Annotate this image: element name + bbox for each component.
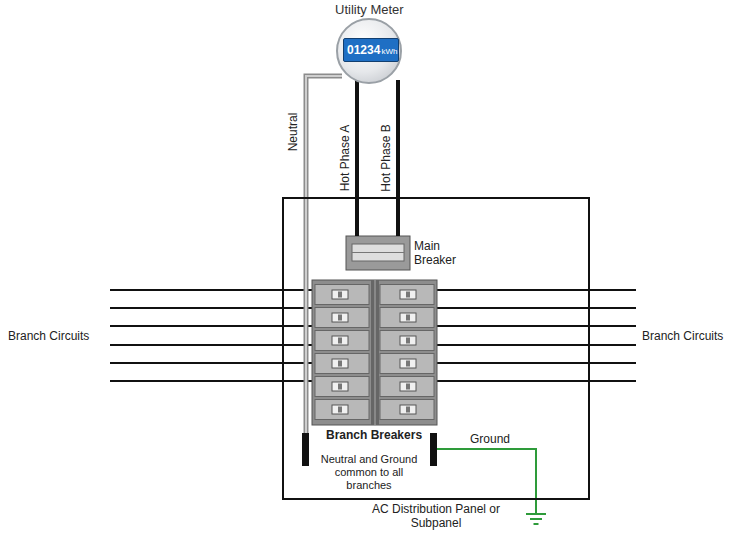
note-text: Neutral and Ground common to all branche… <box>311 453 427 492</box>
hot-wire-line <box>396 80 400 236</box>
meter-title: Utility Meter <box>335 2 404 17</box>
wire-label: Hot Phase A <box>338 125 352 192</box>
wire-label: Ground <box>470 432 510 446</box>
breaker-label: Main Breaker <box>414 239 462 267</box>
main-breaker: Main Breaker <box>346 236 410 270</box>
group-label: Branch Circuits <box>642 329 723 343</box>
hot-wire <box>357 80 358 236</box>
utility-meter: Utility Meter01234kWh <box>336 18 402 84</box>
main-breaker-body <box>346 236 410 270</box>
meter-display: 01234kWh <box>343 38 399 62</box>
meter-unit: kWh <box>381 47 397 56</box>
breaker-block <box>312 280 437 425</box>
neutral-bar <box>302 433 309 466</box>
bus-bar-line <box>375 280 376 425</box>
meter-reading: 01234 <box>347 43 380 57</box>
hot-wire <box>398 80 399 236</box>
main-breaker-line <box>352 252 404 253</box>
branch-breakers: Branch Breakers <box>312 280 437 425</box>
main-breaker-handle <box>352 244 404 261</box>
wire-label: Hot Phase B <box>379 124 393 191</box>
ground-bar <box>430 433 437 466</box>
bus-bar <box>371 280 379 425</box>
panel-title: AC Distribution Panel or Subpanel <box>366 502 506 530</box>
wire-label: Neutral <box>286 113 300 152</box>
hot-wire-line <box>355 80 359 236</box>
ground-symbol <box>526 514 546 524</box>
breaker-label: Branch Breakers <box>326 428 422 442</box>
group-label: Branch Circuits <box>8 329 89 343</box>
